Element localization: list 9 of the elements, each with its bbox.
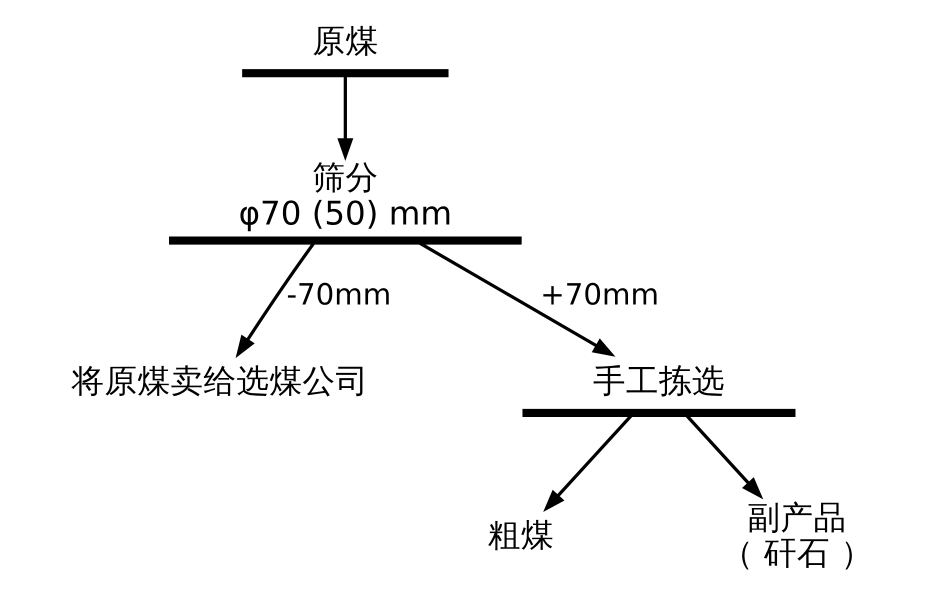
node-text: 将原煤卖给选煤公司 <box>72 362 369 400</box>
node-text: 粗煤 <box>488 516 554 554</box>
arrow <box>337 73 354 162</box>
edge-label: -70mm <box>286 278 392 312</box>
node-text: 副产品 （ 矸石 ） <box>720 498 874 572</box>
node-text: 筛分 φ70 (50) mm <box>238 158 452 232</box>
edge-label: +70mm <box>540 278 660 312</box>
node-text: 原煤 <box>312 22 378 60</box>
node-text: 手工拣选 <box>592 362 725 400</box>
